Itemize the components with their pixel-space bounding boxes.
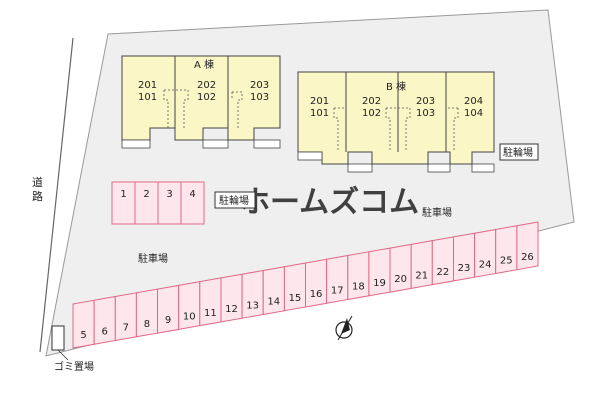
unit-number: 102 xyxy=(197,92,216,103)
watermark: ホームズコム xyxy=(240,185,419,220)
building-b-step xyxy=(297,151,323,161)
parking-space-number: 19 xyxy=(373,278,386,289)
garbage-area-label: ゴミ置場 xyxy=(54,360,94,373)
bicycle-parking-right-box xyxy=(499,143,539,161)
building-a-stairs xyxy=(163,89,189,128)
unit-number: 202 xyxy=(362,96,381,107)
parking-space-number: 5 xyxy=(80,330,86,341)
building-a-stairs xyxy=(231,91,243,128)
unit-number: 104 xyxy=(464,108,483,119)
compass-ring xyxy=(335,321,353,339)
parking-upper-row: 1 2 3 4 xyxy=(111,181,205,225)
unit-number: 103 xyxy=(416,108,435,119)
parking-space xyxy=(516,221,539,271)
road-label-top: 道 xyxy=(32,175,43,189)
parking-space-number: 17 xyxy=(331,285,344,296)
bicycle-parking-right-label: 駐輪場 xyxy=(503,146,533,159)
unit-number: 102 xyxy=(362,108,381,119)
building-a-name: A 棟 xyxy=(194,58,214,71)
building-b-name: B 棟 xyxy=(386,80,406,93)
building-b-stairs xyxy=(333,107,346,152)
unit-number: 203 xyxy=(416,96,435,107)
building-a-step xyxy=(202,139,229,149)
road-line xyxy=(39,37,74,353)
parking-space-number: 18 xyxy=(352,282,365,293)
parking-space xyxy=(180,181,205,225)
unit-number: 201 xyxy=(138,80,157,91)
building-a-outline xyxy=(121,55,281,141)
unit-number: 202 xyxy=(197,80,216,91)
parking-space-number: 25 xyxy=(500,256,513,267)
unit-number: 203 xyxy=(250,80,269,91)
building-b-stairs xyxy=(448,107,459,152)
north-compass-icon xyxy=(335,315,353,341)
compass-needle xyxy=(341,318,350,334)
building-b-step xyxy=(427,163,451,173)
parking-space-number: 26 xyxy=(521,252,534,263)
parking-space-number: 20 xyxy=(394,274,407,285)
parking-space-number: 8 xyxy=(144,319,150,330)
building-a-step xyxy=(121,139,151,149)
parking-space-number: 10 xyxy=(183,312,196,323)
building-b-step xyxy=(471,163,495,173)
building-b-step xyxy=(347,163,373,173)
bicycle-parking-left-box xyxy=(214,191,256,209)
unit-number: 201 xyxy=(310,96,329,107)
road-label-bottom: 路 xyxy=(32,190,43,203)
building-b: B 棟 201 101 202 102 203 103 204 104 xyxy=(297,71,495,173)
parking-space-number: 23 xyxy=(458,263,471,274)
unit-number: 101 xyxy=(138,92,157,103)
parking-space-number: 12 xyxy=(225,304,238,315)
parking-space-number: 6 xyxy=(102,326,108,337)
unit-number: 204 xyxy=(464,96,483,107)
compass-line xyxy=(337,315,353,341)
parking-space-number: 24 xyxy=(479,259,492,270)
parking-area-right-label: 駐車場 xyxy=(422,206,452,219)
garbage-area-leader xyxy=(57,349,69,361)
garbage-area-box xyxy=(51,325,65,351)
parking-space-number: 11 xyxy=(204,308,217,319)
parking-space-number: 13 xyxy=(246,300,259,311)
parking-space-number: 4 xyxy=(189,189,195,200)
parking-space-number: 21 xyxy=(415,271,428,282)
parking-space-number: 2 xyxy=(143,189,149,200)
building-a-step xyxy=(253,139,281,149)
parking-space-number: 22 xyxy=(437,267,450,278)
building-b-stairs xyxy=(385,107,411,152)
unit-number: 101 xyxy=(310,108,329,119)
parking-space-number: 9 xyxy=(165,315,171,326)
bicycle-parking-left-label: 駐輪場 xyxy=(219,194,249,207)
parking-space-number: 15 xyxy=(289,293,302,304)
parking-space-number: 3 xyxy=(166,189,172,200)
parking-space-number: 16 xyxy=(310,289,323,300)
unit-number: 103 xyxy=(250,92,269,103)
parking-space-number: 1 xyxy=(120,189,126,200)
parking-area-left-label: 駐車場 xyxy=(138,252,168,265)
parking-lower-row: 5 6 7 8 9 10 11 12 13 14 15 16 17 18 19 20 21 22 23 24 25 26 xyxy=(72,221,539,349)
building-a: A 棟 201 101 202 102 203 103 xyxy=(121,55,281,149)
parking-space-number: 14 xyxy=(267,297,280,308)
parking-space-number: 7 xyxy=(123,323,129,334)
